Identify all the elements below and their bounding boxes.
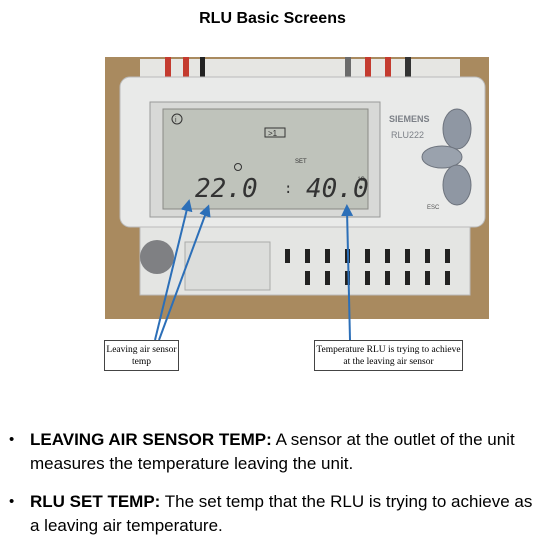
- ok-button[interactable]: [421, 145, 463, 169]
- bullet-text: The set temp that the RLU is trying to a…: [30, 492, 533, 535]
- leaving-air-temp-readout: 22.0: [195, 174, 258, 204]
- model-label: RLU222: [391, 130, 424, 140]
- unit-label: °C: [358, 177, 365, 183]
- down-button[interactable]: [442, 164, 472, 206]
- bullet-dot: •: [9, 493, 15, 510]
- bullet-text: A sensor at the outlet of the unit measu…: [30, 430, 515, 473]
- bullet-list: • LEAVING AIR SENSOR TEMP: A sensor at t…: [0, 428, 545, 552]
- page-title: RLU Basic Screens: [199, 10, 346, 27]
- set-label: SET: [295, 159, 307, 165]
- top-terminals: [165, 57, 411, 79]
- bullet-leaving-air: • LEAVING AIR SENSOR TEMP: A sensor at t…: [0, 428, 545, 476]
- bullet-term: LEAVING AIR SENSOR TEMP:: [30, 430, 272, 449]
- brand-label: SIEMENS: [389, 114, 430, 124]
- mounting-hole: [140, 240, 174, 274]
- set-temp-readout: 40.0: [306, 174, 369, 204]
- bottom-terminals: [285, 249, 450, 285]
- bullet-term: RLU SET TEMP:: [30, 492, 161, 511]
- set-temp-callout: Temperature RLU is trying to achieve at …: [314, 340, 463, 371]
- up-button[interactable]: [442, 108, 472, 150]
- esc-label: ESC: [427, 205, 440, 211]
- device-photo: i >1 SET 22.0 : 40.0 °C SIEMENS RLU222 E…: [105, 57, 489, 319]
- info-icon: i: [175, 117, 177, 124]
- svg-text::: :: [284, 181, 292, 197]
- sun-icon: [234, 163, 242, 171]
- leaving-air-callout: Leaving air sensor temp: [104, 340, 179, 371]
- bullet-dot: •: [9, 431, 15, 448]
- mode-indicator: >1: [268, 129, 278, 138]
- bullet-set-temp: • RLU SET TEMP: The set temp that the RL…: [0, 490, 545, 538]
